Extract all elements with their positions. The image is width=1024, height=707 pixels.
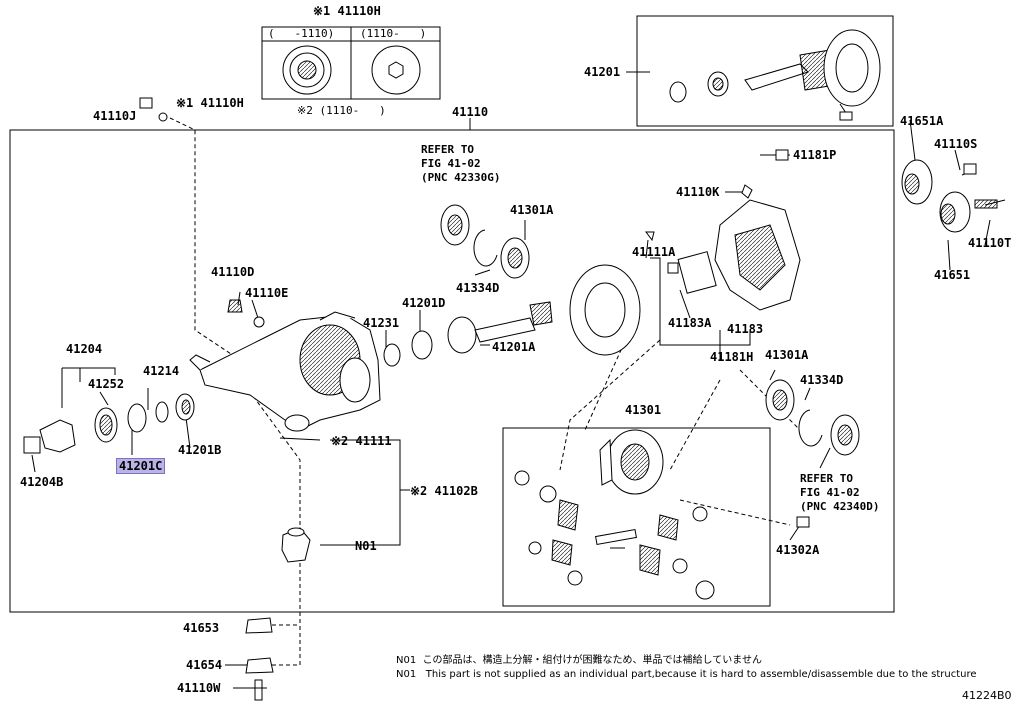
inset-part-label: ※1 41110H xyxy=(313,4,381,18)
part-label-41110T[interactable]: 41110T xyxy=(968,236,1012,250)
part-label-41110S[interactable]: 41110S xyxy=(934,137,978,151)
part-label-41181H[interactable]: 41181H xyxy=(710,350,754,364)
refer-note-right: REFER TO FIG 41-02 (PNC 42340D) xyxy=(800,472,880,513)
part-label-41110J[interactable]: 41110J xyxy=(93,109,137,123)
part-label-41183[interactable]: 41183 xyxy=(727,322,764,336)
inset-box-41201 xyxy=(636,15,894,127)
refer-note-top: REFER TO FIG 41-02 (PNC 42330G) xyxy=(421,143,501,184)
part-label-41334D-top[interactable]: 41334D xyxy=(456,281,500,295)
part-label-41301A-top[interactable]: 41301A xyxy=(510,203,554,217)
part-label-41181P[interactable]: 41181P xyxy=(793,148,837,162)
main-frame xyxy=(9,129,895,613)
part-label-41204[interactable]: 41204 xyxy=(66,342,103,356)
part-label-41651A[interactable]: 41651A xyxy=(900,114,944,128)
part-label-41651[interactable]: 41651 xyxy=(934,268,971,282)
part-label-41183A[interactable]: 41183A xyxy=(668,316,712,330)
part-label-41110H[interactable]: ※1 41110H xyxy=(176,96,244,110)
part-label-41301[interactable]: 41301 xyxy=(625,403,662,417)
part-label-41110K[interactable]: 41110K xyxy=(676,185,720,199)
part-label-41201[interactable]: 41201 xyxy=(584,65,621,79)
inset-footnote: ※2 (1110- ) xyxy=(297,104,386,117)
part-label-41102B[interactable]: ※2 41102B xyxy=(410,484,478,498)
inset-col-b: (1110- ) xyxy=(360,27,427,40)
inset-col-a: ( -1110) xyxy=(268,27,335,40)
part-label-41654[interactable]: 41654 xyxy=(186,658,223,672)
part-label-41110E[interactable]: 41110E xyxy=(245,286,289,300)
inset-box-41301 xyxy=(502,427,771,607)
part-label-41302A[interactable]: 41302A xyxy=(776,543,820,557)
part-label-41110W[interactable]: 41110W xyxy=(177,681,221,695)
part-label-41204B[interactable]: 41204B xyxy=(20,475,64,489)
part-label-41231[interactable]: 41231 xyxy=(363,316,400,330)
note-japanese: N01 この部品は、構造上分解・組付けが困難なため、単品では補給していません xyxy=(396,655,762,666)
part-label-41111A[interactable]: 41111A xyxy=(632,245,676,259)
part-label-41110D[interactable]: 41110D xyxy=(211,265,255,279)
part-label-41111[interactable]: ※2 41111 xyxy=(331,434,392,448)
part-label-41201C[interactable]: 41201C xyxy=(116,458,166,474)
part-label-41201A[interactable]: 41201A xyxy=(492,340,536,354)
part-label-41301A-right[interactable]: 41301A xyxy=(765,348,809,362)
part-label-41334D-right[interactable]: 41334D xyxy=(800,373,844,387)
part-label-41252[interactable]: 41252 xyxy=(88,377,125,391)
part-label-N01[interactable]: N01 xyxy=(355,539,377,553)
part-label-41214[interactable]: 41214 xyxy=(143,364,180,378)
part-label-41653[interactable]: 41653 xyxy=(183,621,220,635)
part-label-41201B[interactable]: 41201B xyxy=(178,443,222,457)
figure-id: 41224B0 xyxy=(962,689,1012,702)
note-english: N01 This part is not supplied as an indi… xyxy=(396,669,977,680)
part-label-41201D[interactable]: 41201D xyxy=(402,296,446,310)
part-label-41110[interactable]: 41110 xyxy=(452,105,489,119)
